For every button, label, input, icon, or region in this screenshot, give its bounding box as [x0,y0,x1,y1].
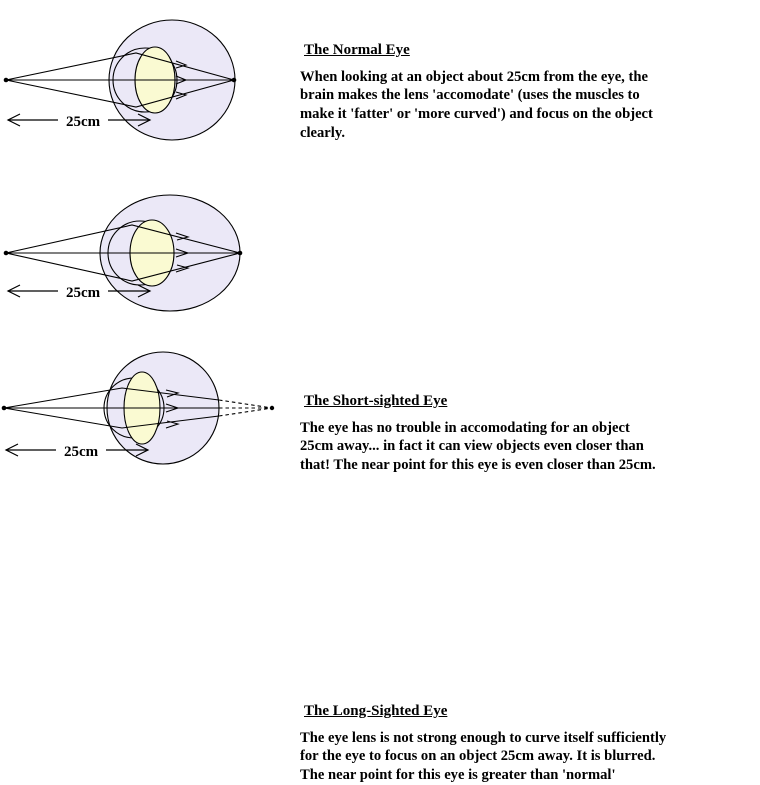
object-point [2,406,7,411]
body-normal-eye: When looking at an object about 25cm fro… [300,68,750,144]
heading-normal-eye: The Normal Eye [304,42,750,59]
object-point [4,251,9,256]
dashed-focus-extension [219,400,272,416]
diagram-normal-eye: 25cm [0,0,290,175]
section-normal-eye: 25cm The Normal Eye When looking at an o… [0,0,760,175]
body-long-sighted-eye: The eye lens is not strong enough to cur… [300,729,750,785]
focal-point-behind-retina [270,406,274,410]
section-short-sighted-eye: 25cm The Short-sighted Eye The eye has n… [0,175,760,340]
distance-label-25cm: 25cm [64,444,99,460]
heading-long-sighted-eye: The Long-Sighted Eye [304,703,750,720]
object-point [4,78,9,83]
retina-focus-point [238,251,243,256]
distance-label-25cm: 25cm [66,285,101,301]
diagram-short-sighted-eye: 25cm [0,175,290,340]
text-block-normal-eye: The Normal Eye When looking at an object… [300,42,750,143]
distance-label-25cm: 25cm [66,114,101,130]
retina-focus-point [232,78,237,83]
text-block-long-sighted-eye: The Long-Sighted Eye The eye lens is not… [300,703,750,785]
section-long-sighted-eye: 25cm The Long-Sighted Eye The eye lens i… [0,340,760,479]
diagram-long-sighted-eye: 25cm [0,340,290,479]
